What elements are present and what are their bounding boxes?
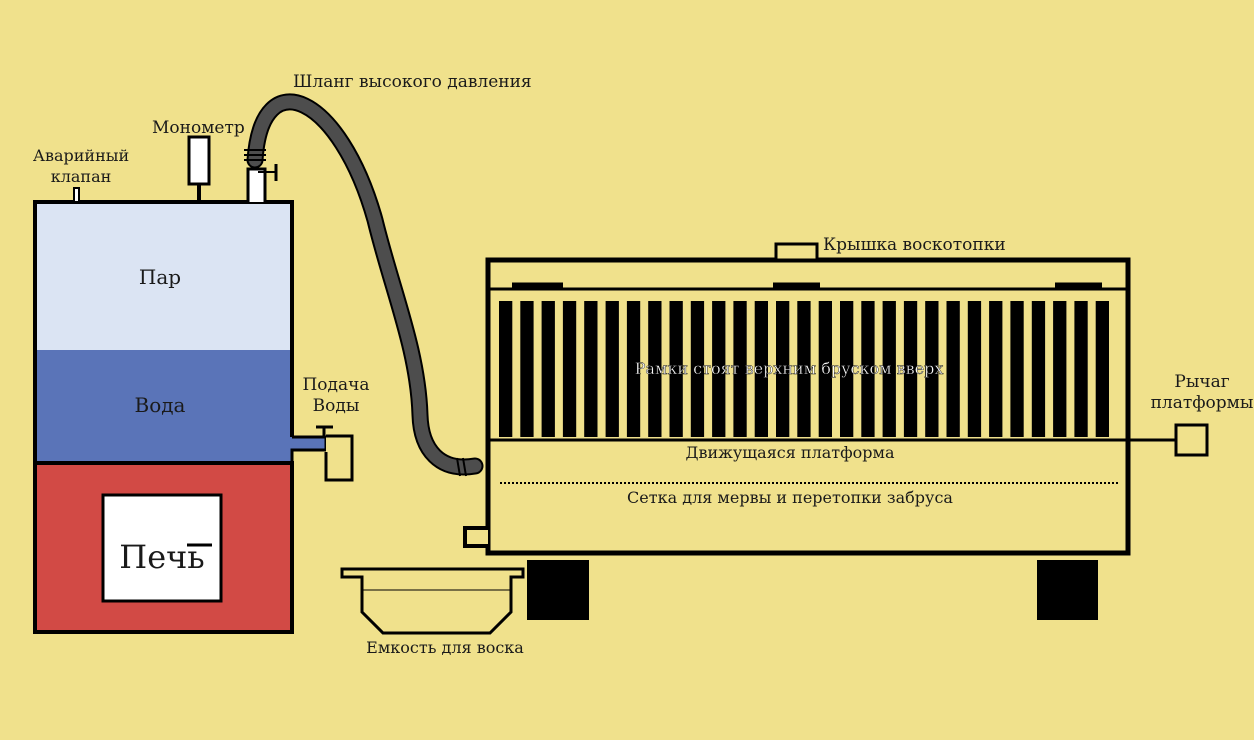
- steam-label: Пар: [138, 265, 182, 289]
- frame: [626, 301, 641, 437]
- frame: [605, 301, 619, 437]
- water-section: [35, 350, 292, 462]
- frame: [925, 301, 939, 437]
- frame: [1010, 301, 1024, 437]
- frame: [754, 301, 768, 437]
- frame: [903, 301, 918, 437]
- manometer-label: Монометр: [152, 118, 245, 138]
- frame: [733, 301, 747, 437]
- frame: [690, 301, 705, 437]
- frame: [861, 301, 875, 437]
- drain-spout: [463, 478, 490, 548]
- platform-lever-label: Рычаг платформы: [1150, 372, 1254, 413]
- water-label: Вода: [134, 393, 186, 417]
- frame: [818, 301, 832, 437]
- hose-label: Шланг высокого давления: [293, 72, 532, 92]
- frame: [1031, 301, 1046, 437]
- frame: [712, 301, 726, 437]
- frame: [1053, 301, 1067, 437]
- frame: [776, 301, 790, 437]
- frames-label: Рамки стоят верхним бруском вверх: [634, 359, 944, 378]
- water-outlet-pipe: [290, 435, 328, 463]
- frame: [648, 301, 662, 437]
- frame: [1095, 301, 1109, 437]
- frame: [989, 301, 1003, 437]
- moving-platform-label: Движущаяся платформа: [685, 443, 895, 462]
- frame: [669, 301, 683, 437]
- mesh-label: Сетка для мервы и перетопки забруса: [627, 488, 953, 507]
- platform-lever-handle: [1174, 423, 1209, 457]
- frame: [499, 301, 513, 437]
- steam-section: [35, 202, 292, 350]
- relief-valve-label: Аварийный клапан: [32, 146, 130, 186]
- frame: [1074, 301, 1088, 437]
- relief-valve: [73, 187, 80, 203]
- frame: [584, 301, 598, 437]
- frame: [840, 301, 854, 437]
- frame: [882, 301, 896, 437]
- frame: [967, 301, 982, 437]
- manometer: [187, 135, 211, 186]
- lid-label: Крышка воскотопки: [823, 235, 1006, 255]
- frame: [946, 301, 960, 437]
- frame: [520, 301, 534, 437]
- boiler-outline: [33, 200, 294, 463]
- water-supply-label: Подача Воды: [302, 375, 370, 416]
- leg-left: [527, 560, 589, 620]
- frame: [541, 301, 555, 437]
- melter-lid-handle: [774, 242, 819, 262]
- wax-container-label: Емкость для воска: [366, 638, 524, 657]
- frames-group: [499, 301, 1109, 437]
- furnace-door: [101, 493, 223, 603]
- wax-container: [340, 567, 525, 635]
- frame: [562, 301, 577, 437]
- furnace-label: Печь: [119, 538, 205, 576]
- steam-outlet: [246, 167, 267, 202]
- leg-right: [1037, 560, 1098, 620]
- frame: [797, 301, 811, 437]
- water-supply-valve: [316, 425, 354, 482]
